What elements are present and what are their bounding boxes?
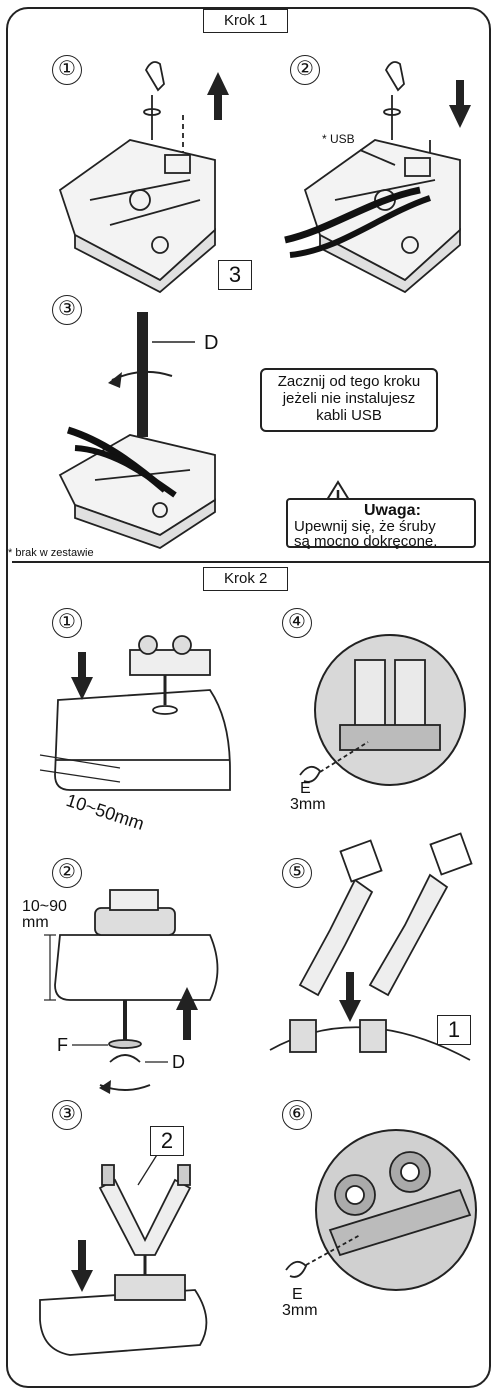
label-e-top: E xyxy=(300,780,311,797)
start-here-note: Zacznij od tego kroku jeżeli nie instalu… xyxy=(260,368,438,432)
warning-title: Uwaga: xyxy=(364,502,421,519)
note-line-2: jeżeli nie instalujesz xyxy=(282,390,416,407)
part-1-label: 1 xyxy=(437,1015,471,1045)
note-line-3: kabli USB xyxy=(316,407,382,424)
instruction-frame xyxy=(6,7,491,1388)
warning-line-2: są mocno dokręcone. xyxy=(294,533,438,550)
warning-box: Uwaga: Upewnij się, że śruby są mocno do… xyxy=(286,498,476,550)
note-line-1: Zacznij od tego kroku xyxy=(277,373,421,390)
step2-substep-6: ⑥ xyxy=(282,1100,312,1130)
step1-substep-2: ② xyxy=(290,55,320,85)
usb-label: * USB xyxy=(322,132,355,146)
step1-substep-3: ③ xyxy=(52,295,82,325)
range-10-90-bottom: mm xyxy=(22,914,49,931)
part-3-label: 3 xyxy=(218,260,252,290)
label-d: D xyxy=(172,1052,185,1072)
part-2-label: 2 xyxy=(150,1126,184,1156)
label-f: F xyxy=(57,1035,68,1055)
label-e-top-size: 3mm xyxy=(290,796,326,813)
step2-substep-4: ④ xyxy=(282,608,312,638)
rod-d-label: D xyxy=(204,332,219,354)
label-e-bottom: E xyxy=(292,1286,303,1303)
warning-line-1: Upewnij się, że śruby xyxy=(294,518,436,535)
step1-substep-1: ① xyxy=(52,55,82,85)
step-divider xyxy=(12,561,490,563)
step2-substep-3: ③ xyxy=(52,1100,82,1130)
step2-substep-1: ① xyxy=(52,608,82,638)
step2-substep-2: ② xyxy=(52,858,82,888)
step2-title: Krok 2 xyxy=(203,567,289,591)
step1-title: Krok 1 xyxy=(203,9,289,33)
range-10-90-top: 10~90 xyxy=(22,898,67,915)
step2-substep-5: ⑤ xyxy=(282,858,312,888)
footnote: * brak w zestawie xyxy=(8,547,94,559)
label-e-bottom-size: 3mm xyxy=(282,1302,318,1319)
